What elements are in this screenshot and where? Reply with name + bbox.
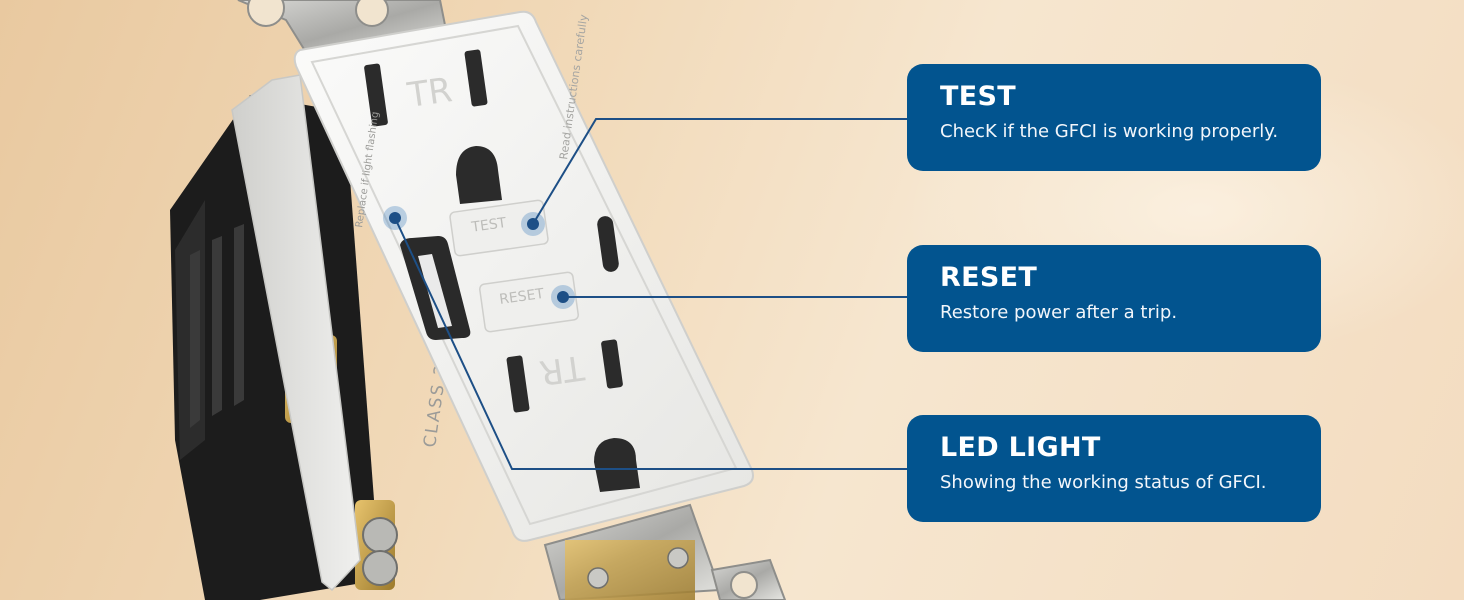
test-callout-title: TEST: [940, 81, 1016, 112]
led-light-callout-title: LED LIGHT: [940, 432, 1101, 463]
bottom-slot-mark: TR: [537, 347, 588, 393]
reset-callout-title: RESET: [940, 262, 1038, 293]
led-light-callout-description: Showing the working status of GFCI.: [940, 472, 1267, 493]
test-callout: TEST ChecK if the GFCI is working proper…: [907, 64, 1321, 171]
mounting-strap-bottom: [543, 503, 787, 600]
led-light-callout: LED LIGHT Showing the working status of …: [907, 415, 1321, 522]
test-callout-description: ChecK if the GFCI is working properly.: [940, 121, 1279, 142]
reset-callout: RESET Restore power after a trip.: [907, 245, 1321, 352]
top-receptacle: TR: [364, 49, 502, 204]
reset-callout-description: Restore power after a trip.: [940, 302, 1178, 323]
gfci-outlet-image: CLASS 2 USB 5VDC 4.8A Read instructions …: [170, 0, 787, 600]
top-slot-mark: TR: [404, 70, 455, 116]
